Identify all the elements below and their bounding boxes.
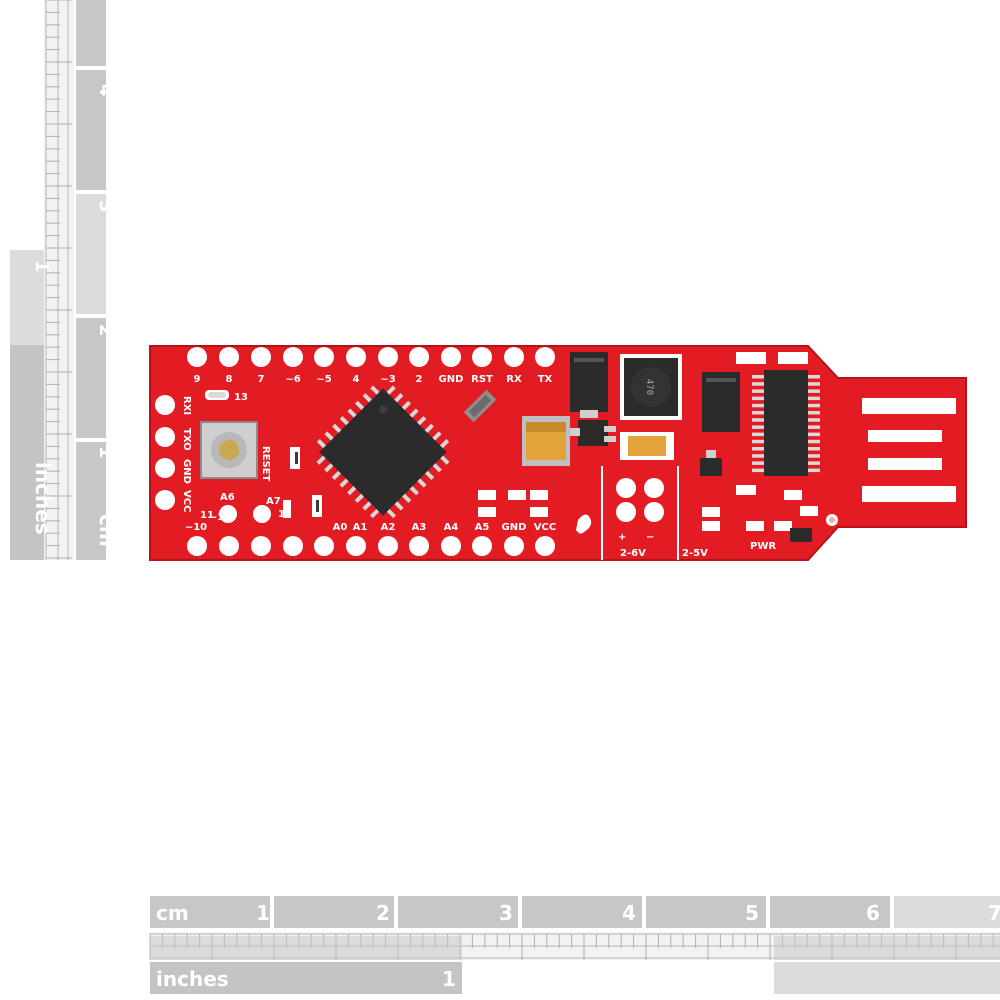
side-label-txo: TXO xyxy=(181,428,192,451)
v-cm-2: 2 xyxy=(95,324,116,337)
header-pad-bottom xyxy=(441,536,461,556)
header-pad-top xyxy=(187,347,207,367)
horizontal-ruler: cm 1 2 3 4 5 6 7 inches 1 xyxy=(149,896,1000,994)
h-cm-4: 4 xyxy=(622,901,636,925)
pwr-label: PWR xyxy=(750,541,776,552)
tantalum-capacitor xyxy=(522,416,570,466)
bottom-pin-label: VCC xyxy=(534,522,556,533)
h-cm-5: 5 xyxy=(745,901,759,925)
side-label-vcc: VCC xyxy=(181,490,192,512)
pin13-label: 13 xyxy=(234,392,248,403)
v-cm-unit: cm xyxy=(95,514,119,547)
header-pad-bottom xyxy=(472,536,492,556)
v-cm-4: 4 xyxy=(95,84,116,97)
header-pad-top xyxy=(219,347,239,367)
usb-connector xyxy=(862,398,956,502)
bottom-pin-label: A3 xyxy=(412,522,427,533)
header-pad-bottom xyxy=(504,536,524,556)
top-pin-label: GND xyxy=(439,374,464,385)
reset-label: RESET xyxy=(260,446,271,482)
header-pad-top xyxy=(472,347,492,367)
voltage-regulator xyxy=(700,450,722,476)
range-right-label: 2-5V xyxy=(682,548,708,559)
h-inch-unit: inches xyxy=(156,967,229,991)
crystal xyxy=(463,389,497,423)
v-inch-unit: inches xyxy=(31,462,55,535)
header-pad-top xyxy=(441,347,461,367)
diode-1 xyxy=(570,352,608,418)
header-pad-top xyxy=(535,347,555,367)
top-pin-label: RX xyxy=(506,374,522,385)
usb-serial-chip xyxy=(752,370,820,476)
inductor xyxy=(620,354,682,420)
header-pad-bottom xyxy=(251,536,271,556)
top-pin-label: ~5 xyxy=(316,374,331,385)
bottom-pin-label: ~10 xyxy=(185,522,207,533)
top-pin-label: ~6 xyxy=(285,374,300,385)
h-inch-1: 1 xyxy=(442,967,456,991)
header-pad-top xyxy=(251,347,271,367)
vertical-ruler: 4 3 2 1 cm 1 inches xyxy=(10,0,119,560)
a6-label: A6 xyxy=(220,492,235,503)
side-pads xyxy=(155,395,175,510)
top-pin-label: 9 xyxy=(194,374,201,385)
transistor xyxy=(570,420,616,446)
bottom-pin-label: ~11 xyxy=(209,512,231,523)
top-pin-label: 7 xyxy=(258,374,265,385)
header-pad-bottom xyxy=(219,536,239,556)
header-pad-top xyxy=(409,347,429,367)
h-cm-2: 2 xyxy=(376,901,390,925)
side-label-gnd: GND xyxy=(181,459,192,484)
header-pad-top xyxy=(346,347,366,367)
h-cm-unit: cm xyxy=(156,901,189,925)
top-pin-label: RST xyxy=(471,374,493,385)
top-pin-label: 4 xyxy=(353,374,360,385)
side-label-rxi: RXI xyxy=(181,396,192,415)
range-left-label: 2-6V xyxy=(620,548,646,559)
header-pad-bottom xyxy=(346,536,366,556)
h-cm-7: 7 xyxy=(988,901,1000,925)
header-pad-bottom xyxy=(378,536,398,556)
bottom-pin-label: A5 xyxy=(475,522,490,533)
header-pad-bottom xyxy=(409,536,429,556)
top-pin-label: 2 xyxy=(416,374,423,385)
inductor-label: 470 xyxy=(644,379,654,395)
bottom-pin-label: A4 xyxy=(444,522,459,533)
top-pin-label: 8 xyxy=(226,374,233,385)
diode-2 xyxy=(702,372,740,432)
header-pad-bottom xyxy=(283,536,303,556)
a7-label: A7 xyxy=(266,496,281,507)
bottom-pin-label: A2 xyxy=(381,522,396,533)
header-pad-top xyxy=(283,347,303,367)
bottom-pin-label: GND xyxy=(502,522,527,533)
v-cm-3: 3 xyxy=(95,200,116,213)
h-cm-3: 3 xyxy=(499,901,513,925)
top-pin-label: TX xyxy=(538,374,553,385)
header-pad-bottom xyxy=(187,536,207,556)
header-pad-top xyxy=(378,347,398,367)
pin11-label: 11 xyxy=(200,510,214,521)
plus-label: + xyxy=(618,532,626,543)
h-cm-6: 6 xyxy=(866,901,880,925)
v-cm-1: 1 xyxy=(95,446,116,459)
top-pin-label: ~3 xyxy=(380,374,395,385)
led-pwr xyxy=(790,528,812,542)
header-pad-top xyxy=(504,347,524,367)
header-pad-bottom xyxy=(314,536,334,556)
minus-label: − xyxy=(646,532,654,543)
header-pad-bottom xyxy=(535,536,555,556)
h-cm-1: 1 xyxy=(256,901,270,925)
microcontroller-chip xyxy=(316,385,450,519)
reset-button xyxy=(200,421,258,479)
bottom-pin-label: A0 xyxy=(333,522,348,533)
v-inch-1: 1 xyxy=(31,260,52,273)
bottom-pin-label: A1 xyxy=(353,522,368,533)
tantalum-capacitor-small xyxy=(620,432,674,460)
header-pad-top xyxy=(314,347,334,367)
